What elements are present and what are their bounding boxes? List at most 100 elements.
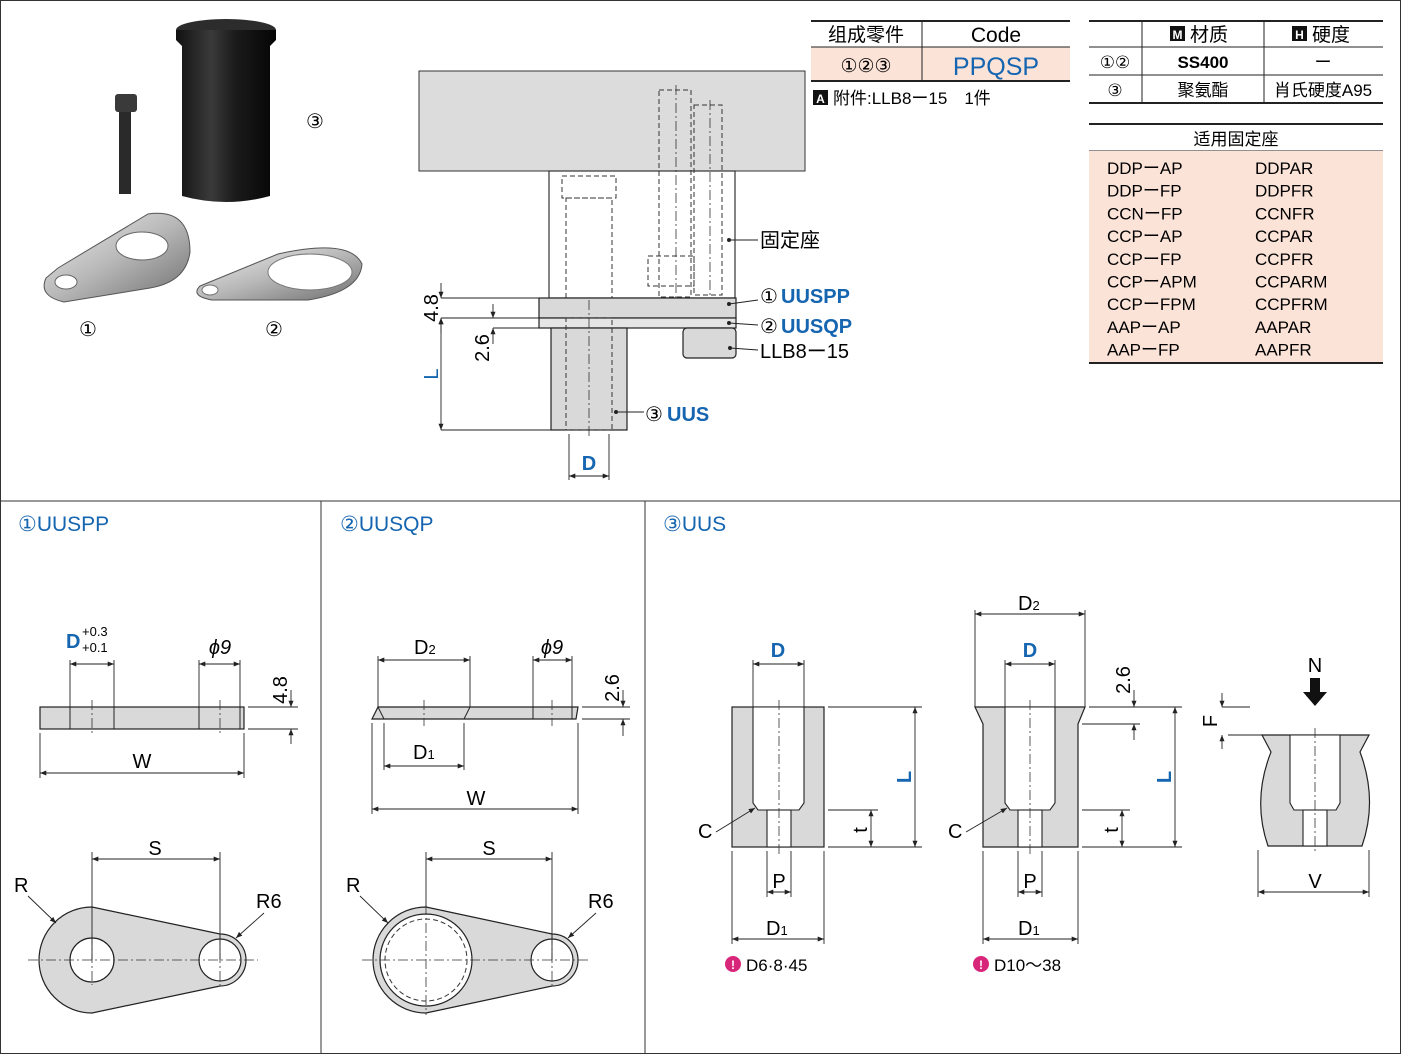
label-p2-code: UUSQP bbox=[781, 316, 852, 338]
sec3b-note: D10～38 bbox=[994, 956, 1061, 975]
label-p1-code: UUSPP bbox=[781, 286, 850, 308]
sec3b-dim-2-6: 2.6 bbox=[1113, 666, 1135, 694]
load-arrow-icon bbox=[1303, 678, 1327, 706]
fixing-seat-code-a: CCPーFP bbox=[1107, 250, 1182, 269]
fixing-seat-code-b: CCPARM bbox=[1255, 273, 1327, 292]
sec1-dim-R: R bbox=[14, 875, 28, 897]
sec3-dim-V: V bbox=[1308, 871, 1322, 893]
sec3b-dim-t: t bbox=[1101, 827, 1123, 833]
fixing-seat-code-a: DDPーFP bbox=[1107, 182, 1182, 201]
label-p2-num: ② bbox=[760, 316, 778, 338]
sec1-title: ①UUSPP bbox=[18, 513, 109, 536]
assembly-llb bbox=[682, 327, 737, 359]
sec1-dim-4-8: 4.8 bbox=[270, 676, 292, 704]
sec1-dim-W: W bbox=[133, 751, 152, 773]
fixing-seat-code-a: AAPーAP bbox=[1107, 318, 1181, 337]
hardness-header: 硬度 bbox=[1312, 24, 1350, 46]
svg-text:H: H bbox=[1295, 28, 1304, 42]
label-fixing-seat: 固定座 bbox=[760, 229, 820, 252]
sec1-tol-low: +0.1 bbox=[82, 640, 108, 655]
svg-text:!: ! bbox=[731, 958, 735, 972]
warning-icon bbox=[973, 956, 989, 972]
fixing-seat-code-b: AAPFR bbox=[1255, 341, 1312, 360]
fixing-seat-code-a: DDPーAP bbox=[1107, 159, 1183, 178]
svg-text:M: M bbox=[1173, 28, 1183, 42]
photo-label-3: ③ bbox=[306, 111, 324, 133]
assembly-dim-4-8: 4.8 bbox=[421, 294, 443, 322]
sec3b-dim-L: L bbox=[1154, 771, 1176, 783]
material-row-hardness: ー bbox=[1315, 53, 1332, 72]
sec3a-dim-D: D bbox=[771, 640, 785, 662]
plate2-hole-small bbox=[201, 284, 219, 296]
photo-label-2: ② bbox=[265, 319, 283, 341]
sec3a-note: D6·8·45 bbox=[746, 956, 807, 975]
material-row-part: ①② bbox=[1100, 53, 1130, 72]
sec3b-dim-D1: D1 bbox=[1018, 918, 1040, 940]
uuspp-side-view bbox=[39, 706, 245, 730]
sec3b-dim-D: D bbox=[1023, 640, 1037, 662]
assembly-dim-2-6: 2.6 bbox=[472, 334, 494, 362]
sec3b-dim-P: P bbox=[1023, 871, 1036, 893]
product-photo: ③ ① ② bbox=[43, 19, 363, 341]
plate2-hole-large bbox=[267, 253, 353, 291]
section-uusqp: ②UUSQP D2 ϕ9 2.6 D1 W S R R6 bbox=[340, 513, 630, 1015]
fixing-seat-code-b: DDPFR bbox=[1255, 182, 1314, 201]
material-header: 材质 bbox=[1190, 24, 1228, 46]
label-p3-num: ③ bbox=[645, 404, 663, 426]
photo-label-1: ① bbox=[79, 319, 97, 341]
material-table: M 材质 H 硬度 ①② SS400 ー ③ 聚氨酯 肖氏硬度A95 bbox=[1089, 20, 1383, 104]
label-p3-code: UUS bbox=[667, 404, 709, 426]
svg-text:!: ! bbox=[979, 958, 983, 972]
label-bolt: LLB8ー15 bbox=[760, 341, 849, 363]
sec3a-dim-P: P bbox=[772, 871, 785, 893]
fixing-table-title: 适用固定座 bbox=[1194, 130, 1279, 149]
sec3b-dim-D2: D2 bbox=[1018, 593, 1040, 615]
code-value: PPQSP bbox=[953, 53, 1039, 81]
bolt-head bbox=[115, 94, 137, 112]
section-uuspp: ①UUSPP D +0.3 +0.1 ϕ9 4.8 W S R R6 bbox=[14, 513, 298, 1014]
sec3-title: ③UUS bbox=[663, 513, 726, 536]
material-row-part: ③ bbox=[1107, 81, 1122, 100]
attachment-badge bbox=[813, 90, 828, 105]
code-table: 组成零件 Code ①②③ PPQSP A 附件:LLB8ー15 1件 bbox=[811, 20, 1070, 108]
attachment-text: 附件:LLB8ー15 1件 bbox=[833, 89, 991, 108]
sec2-phi9: ϕ9 bbox=[541, 637, 563, 659]
plate-hole-large bbox=[115, 231, 169, 261]
fixing-seat-code-a: CCPーAP bbox=[1107, 227, 1183, 246]
fixing-seat-code-b: DDPAR bbox=[1255, 159, 1313, 178]
sec1-tol-up: +0.3 bbox=[82, 624, 108, 639]
assembly-dim-D: D bbox=[582, 453, 596, 475]
assembly-dim-L: L bbox=[421, 368, 443, 379]
sec2-dim-D2: D2 bbox=[414, 637, 436, 659]
hardness-badge bbox=[1292, 26, 1307, 41]
assembly-drawing: 4.8 2.6 L D 固定座 ① UUSPP ② UUSQP LLB8ー15 … bbox=[418, 70, 852, 480]
sec2-dim-2-6: 2.6 bbox=[602, 674, 624, 702]
sec2-dim-R6: R6 bbox=[588, 891, 614, 913]
sec2-dim-W: W bbox=[467, 788, 486, 810]
sec3b-dim-C: C bbox=[948, 821, 962, 843]
fixing-seat-code-a: CCNーFP bbox=[1107, 204, 1183, 223]
code-header-components: 组成零件 bbox=[828, 24, 904, 46]
uusqp-side-view bbox=[371, 706, 579, 720]
sec1-phi9: ϕ9 bbox=[209, 637, 231, 659]
fixing-seat-code-b: CCPFR bbox=[1255, 250, 1314, 269]
mounting-plate bbox=[418, 70, 806, 172]
material-row-hardness: 肖氏硬度A95 bbox=[1274, 81, 1372, 100]
sec1-dim-R6: R6 bbox=[256, 891, 282, 913]
fixing-seat bbox=[548, 170, 736, 299]
warning-icon bbox=[725, 956, 741, 972]
sec3a-dim-C: C bbox=[698, 821, 712, 843]
fixing-seat-code-b: AAPAR bbox=[1255, 318, 1311, 337]
fixing-seat-code-a: AAPーFP bbox=[1107, 341, 1180, 360]
material-row-material: 聚氨酯 bbox=[1178, 81, 1229, 100]
plate-hole-small bbox=[54, 274, 78, 290]
fixing-seat-code-b: CCPFRM bbox=[1255, 295, 1328, 314]
sec3-dim-F: F bbox=[1200, 715, 1222, 727]
sec2-dim-S: S bbox=[482, 838, 495, 860]
label-p1-num: ① bbox=[760, 286, 778, 308]
code-components: ①②③ bbox=[840, 56, 891, 77]
